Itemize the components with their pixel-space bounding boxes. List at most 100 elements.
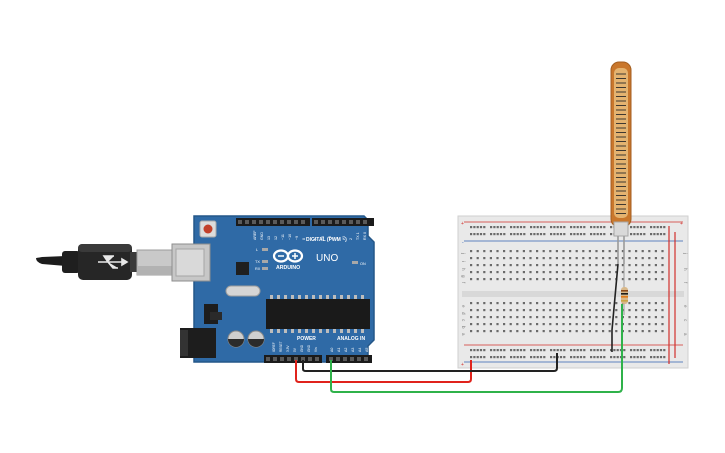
breadboard-hole[interactable]	[503, 250, 506, 253]
breadboard-hole[interactable]	[608, 271, 611, 274]
breadboard-hole[interactable]	[559, 233, 563, 236]
breadboard-hole[interactable]	[550, 233, 553, 236]
breadboard-hole[interactable]	[579, 233, 583, 236]
wires[interactable]	[295, 263, 623, 393]
breadboard-hole[interactable]	[639, 226, 643, 229]
breadboard-hole[interactable]	[559, 226, 563, 229]
breadboard-hole[interactable]	[635, 264, 638, 267]
breadboard-hole[interactable]	[542, 330, 545, 333]
breadboard-hole[interactable]	[496, 278, 499, 281]
breadboard-hole[interactable]	[623, 349, 626, 352]
breadboard-hole[interactable]	[569, 302, 572, 305]
breadboard-hole[interactable]	[569, 278, 572, 281]
breadboard-hole[interactable]	[582, 323, 585, 326]
breadboard-hole[interactable]	[635, 316, 638, 319]
breadboard-hole[interactable]	[516, 349, 519, 352]
breadboard-hole[interactable]	[596, 356, 599, 359]
breadboard-hole[interactable]	[610, 349, 613, 352]
breadboard-hole[interactable]	[483, 233, 486, 236]
breadboard-hole[interactable]	[569, 257, 572, 260]
breadboard-hole[interactable]	[476, 250, 479, 253]
breadboard-hole[interactable]	[583, 233, 586, 236]
breadboard-hole[interactable]	[542, 323, 545, 326]
breadboard-hole[interactable]	[633, 226, 636, 229]
breadboard-hole[interactable]	[496, 250, 499, 253]
breadboard-hole[interactable]	[661, 316, 664, 319]
breadboard-hole[interactable]	[659, 349, 663, 352]
breadboard-hole[interactable]	[509, 316, 512, 319]
breadboard-hole[interactable]	[503, 302, 506, 305]
breadboard-hole[interactable]	[503, 264, 506, 267]
breadboard-hole[interactable]	[648, 264, 651, 267]
breadboard-hole[interactable]	[550, 356, 553, 359]
breadboard-hole[interactable]	[615, 316, 618, 319]
breadboard-hole[interactable]	[542, 271, 545, 274]
breadboard-hole[interactable]	[499, 356, 503, 359]
breadboard-hole[interactable]	[616, 356, 619, 359]
breadboard-hole[interactable]	[533, 233, 536, 236]
breadboard-hole[interactable]	[483, 250, 486, 253]
breadboard-hole[interactable]	[533, 226, 536, 229]
breadboard-hole[interactable]	[656, 233, 659, 236]
breadboard-hole[interactable]	[529, 250, 532, 253]
breadboard-hole[interactable]	[575, 309, 578, 312]
breadboard-hole[interactable]	[523, 233, 526, 236]
breadboard-hole[interactable]	[628, 316, 631, 319]
breadboard-hole[interactable]	[523, 356, 526, 359]
breadboard-hole[interactable]	[563, 356, 566, 359]
breadboard-hole[interactable]	[653, 349, 656, 352]
breadboard-hole[interactable]	[648, 257, 651, 260]
breadboard-hole[interactable]	[659, 226, 663, 229]
breadboard-hole[interactable]	[639, 349, 643, 352]
breadboard-hole[interactable]	[542, 264, 545, 267]
breadboard-hole[interactable]	[570, 356, 573, 359]
breadboard-hole[interactable]	[663, 349, 666, 352]
breadboard-hole[interactable]	[648, 316, 651, 319]
breadboard-hole[interactable]	[570, 226, 573, 229]
breadboard-hole[interactable]	[562, 309, 565, 312]
breadboard-hole[interactable]	[555, 330, 558, 333]
breadboard-hole[interactable]	[555, 278, 558, 281]
breadboard-hole[interactable]	[602, 271, 605, 274]
breadboard-hole[interactable]	[633, 349, 636, 352]
breadboard-hole[interactable]	[536, 309, 539, 312]
breadboard-hole[interactable]	[470, 323, 473, 326]
breadboard-hole[interactable]	[476, 323, 479, 326]
breadboard-hole[interactable]	[483, 309, 486, 312]
breadboard-hole[interactable]	[549, 264, 552, 267]
breadboard-hole[interactable]	[496, 330, 499, 333]
breadboard-hole[interactable]	[530, 349, 533, 352]
breadboard-hole[interactable]	[654, 309, 657, 312]
breadboard-hole[interactable]	[641, 330, 644, 333]
breadboard-hole[interactable]	[641, 302, 644, 305]
breadboard-hole[interactable]	[549, 250, 552, 253]
breadboard-hole[interactable]	[602, 330, 605, 333]
breadboard-hole[interactable]	[603, 349, 606, 352]
breadboard-hole[interactable]	[483, 278, 486, 281]
breadboard-hole[interactable]	[635, 250, 638, 253]
breadboard-hole[interactable]	[553, 356, 556, 359]
breadboard-hole[interactable]	[473, 233, 476, 236]
breadboard-hole[interactable]	[559, 349, 563, 352]
breadboard-hole[interactable]	[576, 226, 579, 229]
breadboard-hole[interactable]	[608, 302, 611, 305]
breadboard-hole[interactable]	[553, 226, 556, 229]
breadboard-hole[interactable]	[621, 271, 624, 274]
breadboard-hole[interactable]	[516, 264, 519, 267]
breadboard-hole[interactable]	[470, 302, 473, 305]
breadboard-hole[interactable]	[516, 278, 519, 281]
breadboard-hole[interactable]	[523, 226, 526, 229]
breadboard-hole[interactable]	[493, 356, 496, 359]
breadboard-hole[interactable]	[630, 356, 633, 359]
breadboard-hole[interactable]	[489, 316, 492, 319]
breadboard-hole[interactable]	[479, 233, 483, 236]
breadboard-hole[interactable]	[503, 323, 506, 326]
breadboard-hole[interactable]	[610, 356, 613, 359]
breadboard-hole[interactable]	[590, 356, 593, 359]
breadboard-hole[interactable]	[483, 271, 486, 274]
breadboard-hole[interactable]	[522, 309, 525, 312]
breadboard-hole[interactable]	[575, 271, 578, 274]
breadboard-hole[interactable]	[656, 356, 659, 359]
breadboard-hole[interactable]	[590, 233, 593, 236]
breadboard-hole[interactable]	[549, 309, 552, 312]
